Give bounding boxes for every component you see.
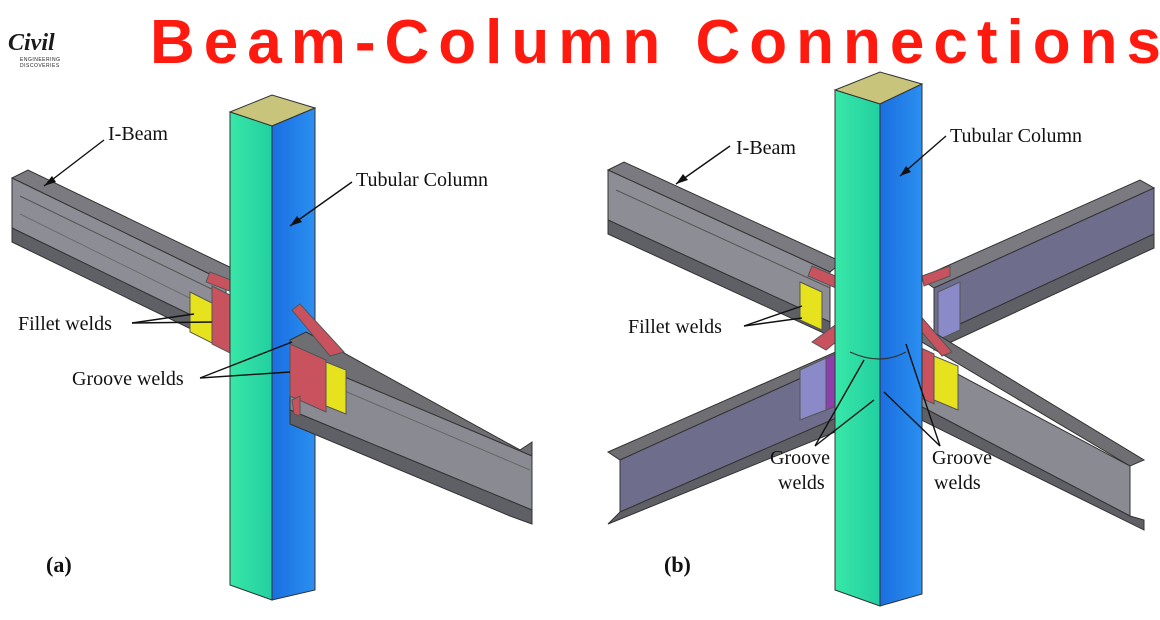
ibeam-b-back-right bbox=[918, 179, 1156, 351]
leader-ibeam-a bbox=[43, 139, 105, 187]
ibeam-b-front-left bbox=[606, 345, 853, 525]
ibeam-b-front-right bbox=[903, 323, 1146, 531]
label-fillet-welds-b: Fillet welds bbox=[628, 316, 722, 338]
leader-groove-b-left bbox=[814, 359, 865, 447]
label-fillet-welds-a: Fillet welds bbox=[18, 313, 112, 335]
label-tubular-column-a: Tubular Column bbox=[356, 169, 488, 191]
leader-groove-b-right bbox=[905, 343, 941, 447]
label-ibeam-a: I-Beam bbox=[108, 123, 168, 145]
label-tubular-column-b: Tubular Column bbox=[950, 125, 1082, 147]
label-ibeam-b: I-Beam bbox=[736, 137, 796, 159]
ibeam-b-back-left bbox=[606, 161, 843, 337]
label-groove-b-right-2: welds bbox=[934, 472, 981, 494]
fillet-weld-a-right bbox=[325, 361, 347, 415]
figure-a: I-Beam Tubular Column Fillet welds Groov… bbox=[10, 94, 533, 601]
logo-subtext: ENGINEERING DISCOVERIES bbox=[20, 57, 61, 69]
panel-label-b: (b) bbox=[664, 552, 691, 577]
logo: Civil ENGINEERING DISCOVERIES bbox=[8, 30, 74, 69]
gusset-a-right bbox=[291, 303, 345, 357]
tubular-column-b bbox=[833, 71, 924, 607]
label-groove-b-left-2: welds bbox=[778, 472, 825, 494]
label-groove-b-right-1: Groove bbox=[932, 447, 992, 469]
leader-column-a bbox=[289, 181, 353, 227]
panel-label-a: (a) bbox=[46, 552, 72, 577]
figure-b: I-Beam Tubular Column Fillet welds Groov… bbox=[606, 71, 1156, 607]
logo-text: Civil bbox=[8, 30, 55, 56]
shear-tab-a-right bbox=[289, 343, 327, 413]
fillet-weld-b-right bbox=[933, 355, 959, 411]
gusset-a-bottom bbox=[291, 395, 301, 417]
page-title: Beam-Column Connections bbox=[150, 8, 1160, 77]
leader-fillet-a-1 bbox=[131, 313, 195, 324]
leader-groove-a-1 bbox=[199, 341, 293, 379]
leader-fillet-b bbox=[743, 305, 803, 327]
label-groove-b-left-1: Groove bbox=[770, 447, 830, 469]
gusset-b-back-right bbox=[921, 265, 951, 287]
ibeam-a-right bbox=[289, 331, 533, 525]
label-groove-welds-a: Groove welds bbox=[72, 368, 184, 390]
